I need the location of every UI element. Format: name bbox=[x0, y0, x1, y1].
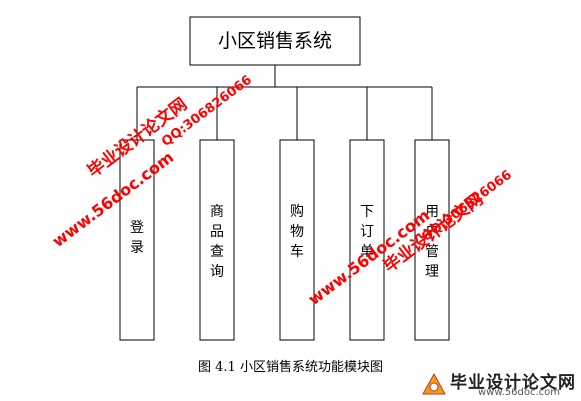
module-box-place-order bbox=[349, 139, 385, 341]
root-node-label: 小区销售系统 bbox=[218, 30, 332, 52]
module-label-place-order: 下 bbox=[360, 204, 374, 220]
module-label-product-search: 查 bbox=[210, 244, 224, 260]
module-box-login bbox=[119, 139, 155, 341]
module-box-shopping-cart bbox=[279, 139, 315, 341]
module-box-product-search bbox=[199, 139, 235, 341]
figure-caption: 图 4.1 小区销售系统功能模块图 bbox=[198, 360, 383, 375]
logo-url: www.56doc.com bbox=[478, 387, 561, 398]
module-label-user-management: 户 bbox=[425, 223, 439, 240]
module-label-login: 录 bbox=[130, 240, 144, 256]
module-label-user-management: 理 bbox=[425, 264, 439, 280]
module-label-shopping-cart: 购 bbox=[290, 204, 304, 220]
module-label-user-management: 管 bbox=[425, 244, 439, 260]
root-node-box bbox=[189, 16, 361, 66]
module-label-shopping-cart: 物 bbox=[290, 224, 304, 240]
module-label-product-search: 询 bbox=[210, 264, 224, 280]
module-label-product-search: 商 bbox=[210, 204, 224, 220]
module-label-product-search: 品 bbox=[210, 224, 224, 240]
logo-icon bbox=[422, 372, 446, 395]
module-box-user-management bbox=[414, 139, 450, 341]
logo-text: 毕业设计论文网 bbox=[450, 373, 576, 393]
module-label-user-management: 用 bbox=[425, 204, 439, 220]
module-label-place-order: 订 bbox=[360, 224, 374, 240]
watermark-logo: 毕业设计论文网 www.56doc.com bbox=[420, 368, 578, 398]
module-label-place-order: 单 bbox=[360, 244, 374, 260]
module-label-shopping-cart: 车 bbox=[290, 243, 304, 260]
module-label-login: 登 bbox=[130, 220, 144, 236]
